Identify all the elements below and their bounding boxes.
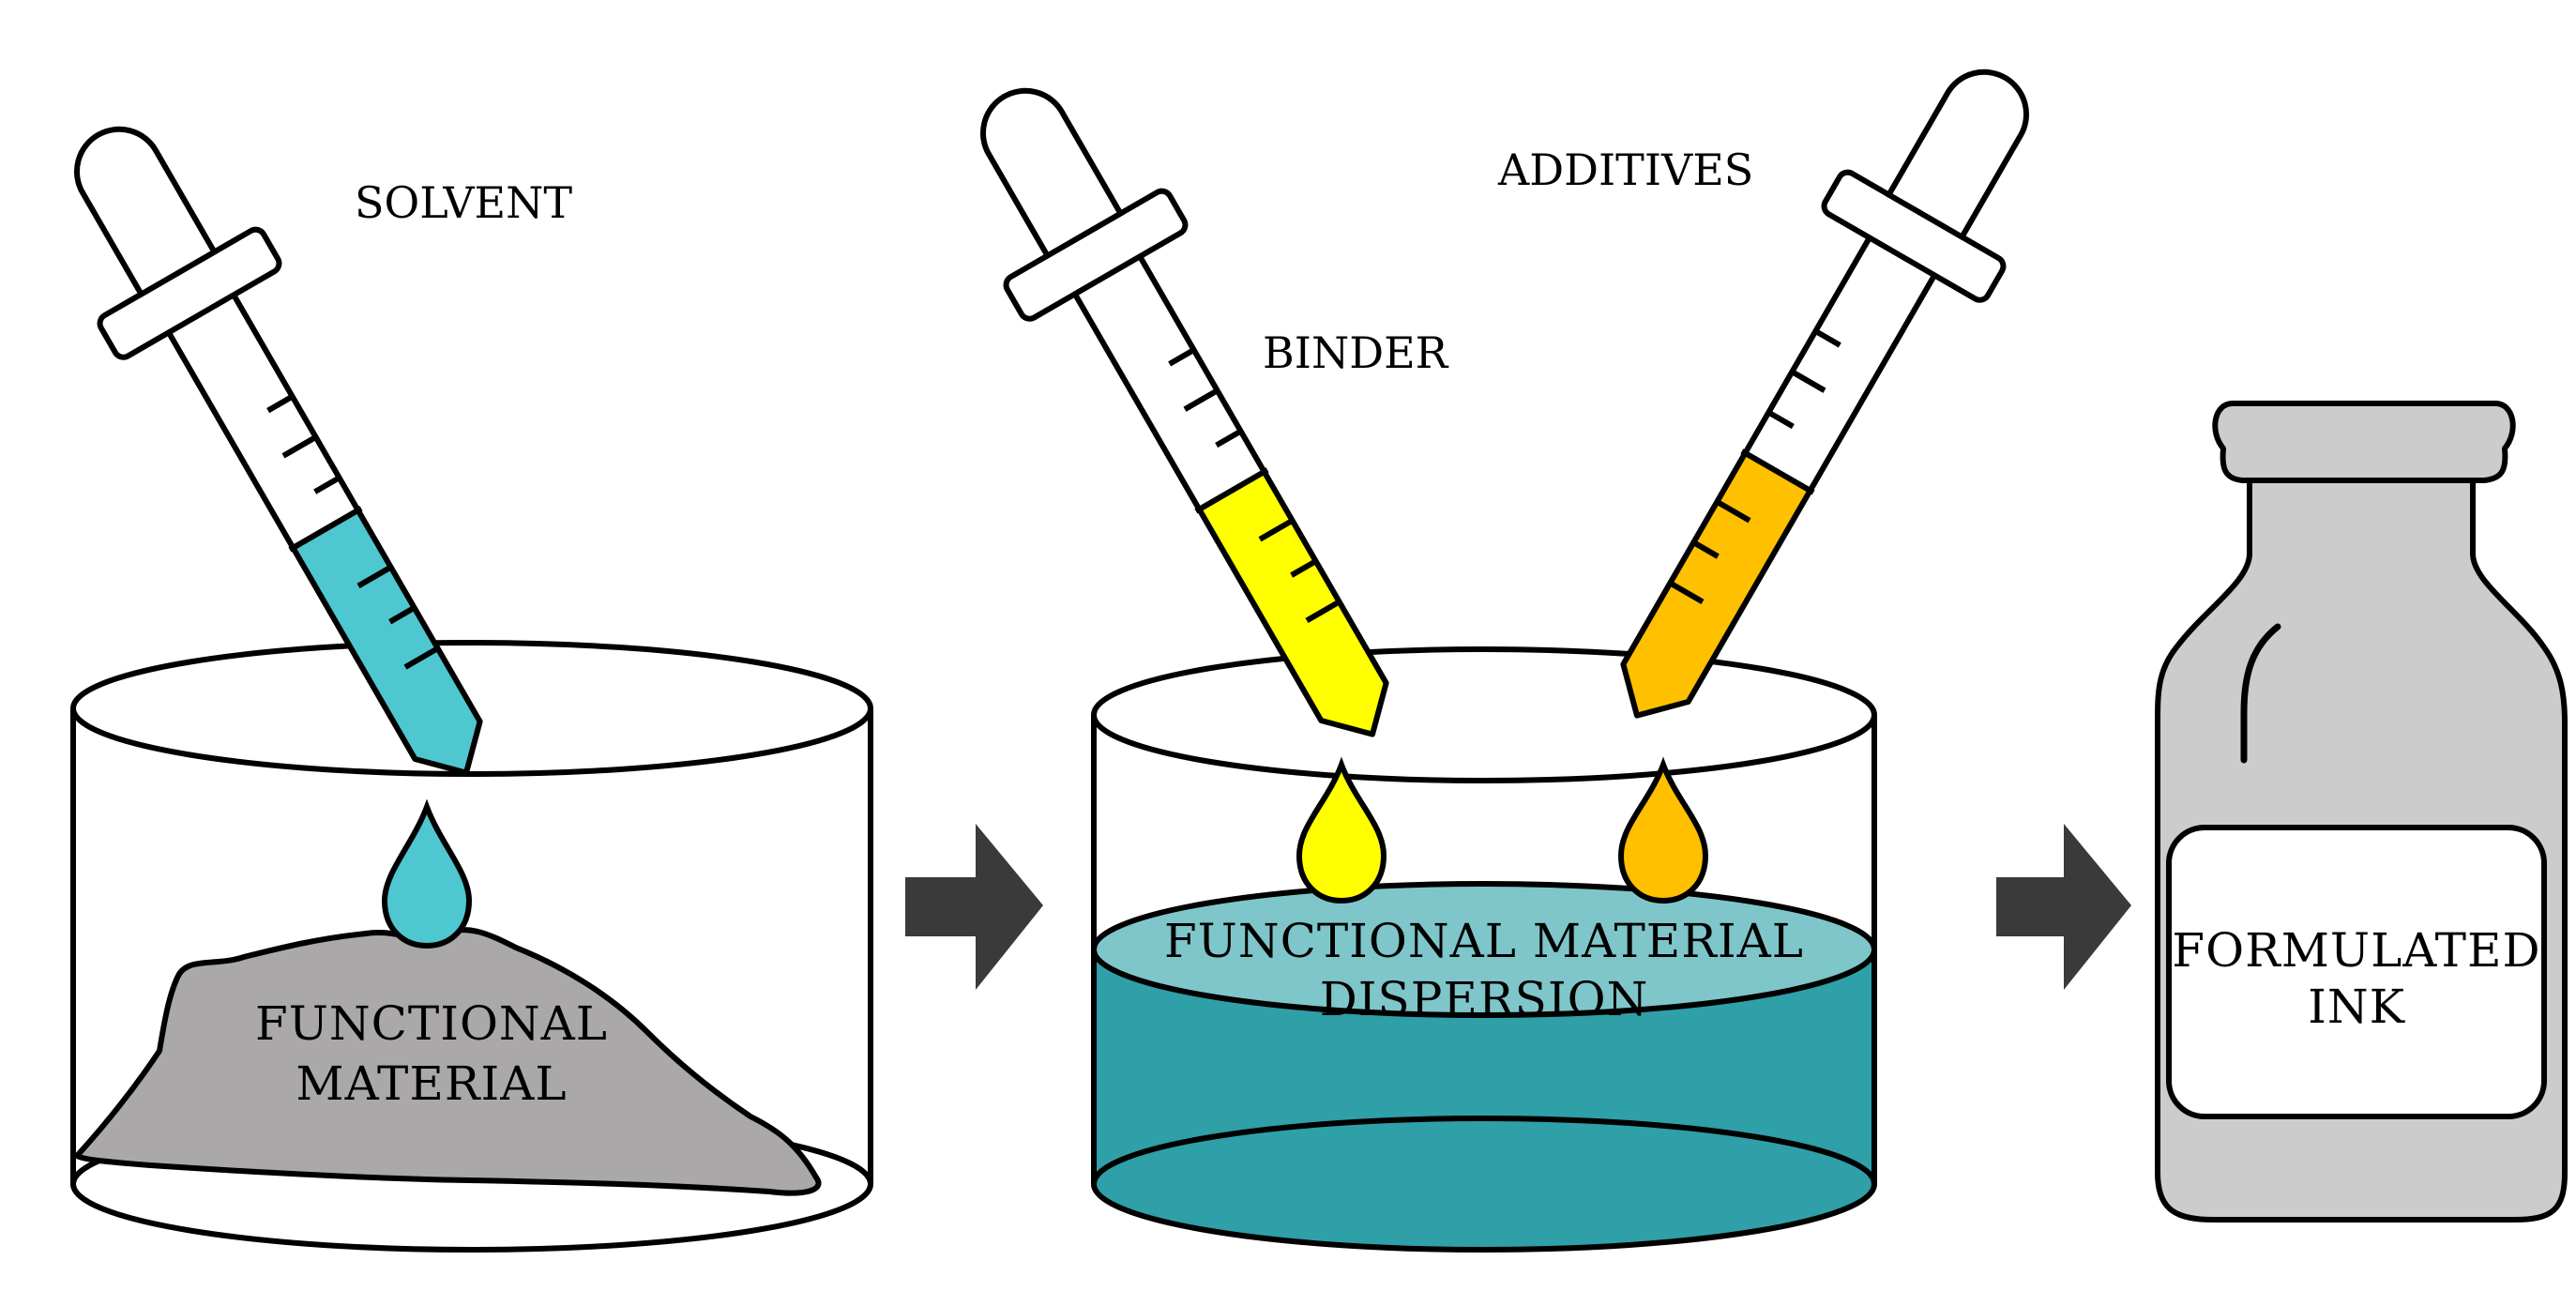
functional-material-label-line2: MATERIAL <box>295 1056 567 1111</box>
bottle-highlight <box>2240 623 2281 764</box>
solvent-pipette-icon <box>74 126 499 792</box>
arrow-right-icon <box>905 824 1043 990</box>
functional-material-label-line1: FUNCTIONAL <box>255 996 608 1051</box>
binder-label: BINDER <box>1263 327 1449 378</box>
formulated-ink-label-line1: FORMULATED <box>2172 923 2540 978</box>
beaker-2-bottom <box>1091 1116 1877 1253</box>
dispersion-label-line2: DISPERSION <box>1320 972 1649 1026</box>
formulated-ink-label-line2: INK <box>2308 980 2406 1034</box>
dispersion-label-line1: FUNCTIONAL MATERIAL <box>1164 914 1804 968</box>
additives-drop-icon <box>1617 756 1709 904</box>
bottle-label-panel <box>2166 825 2547 1119</box>
binder-pipette-icon <box>980 87 1405 753</box>
solvent-drop-icon <box>381 798 473 949</box>
functional-material-powder <box>74 926 822 1196</box>
binder-drop-icon <box>1296 756 1387 904</box>
additives-pipette-icon <box>1604 68 2029 735</box>
bottle-cap <box>2212 401 2516 483</box>
arrow-right-icon <box>1996 824 2131 990</box>
solvent-label: SOLVENT <box>355 177 572 228</box>
step-2-beaker-group <box>1091 646 1877 1253</box>
bottle-icon <box>2155 401 2568 1223</box>
beaker-2-rim <box>1091 646 1877 783</box>
additives-label: ADDITIVES <box>1497 144 1753 195</box>
step-1-beaker-group <box>70 640 873 1253</box>
